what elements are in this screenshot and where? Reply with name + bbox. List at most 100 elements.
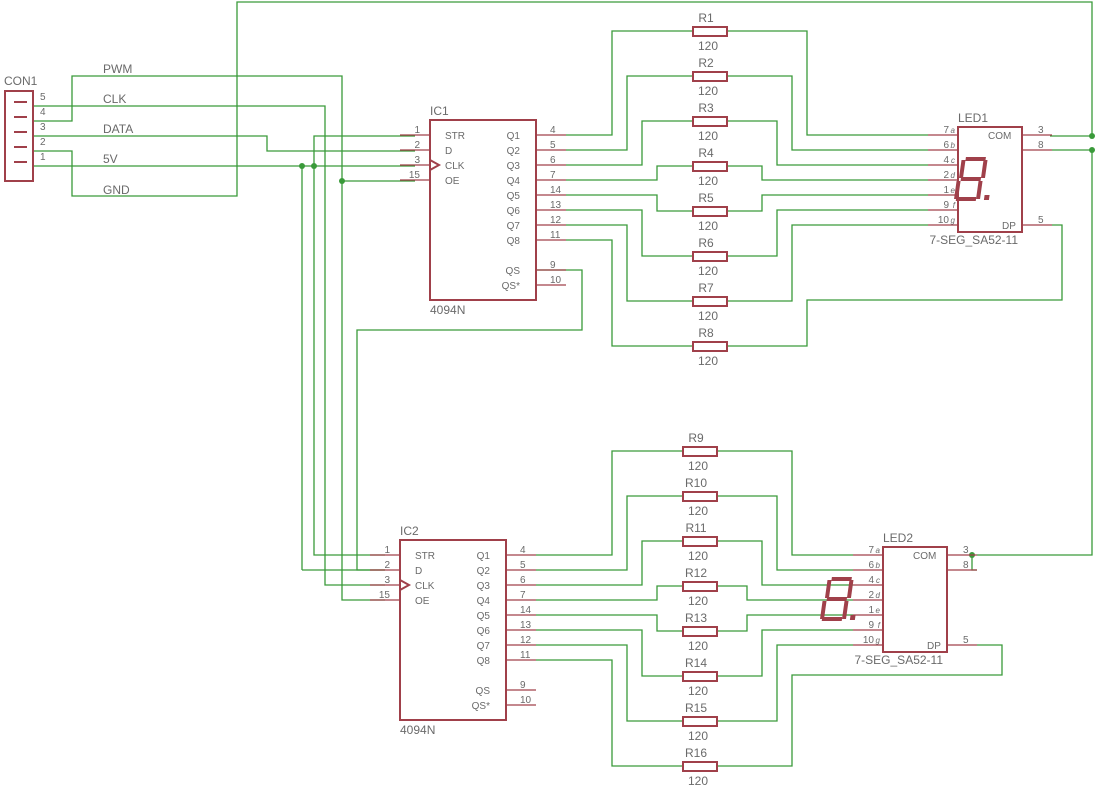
ic-pin-name: CLK (445, 161, 465, 172)
wire-ic1-res (566, 239, 693, 347)
junction-dot (1089, 133, 1095, 139)
ic-pin-name: STR (415, 551, 435, 562)
ic-pin-name: Q1 (507, 131, 521, 142)
ic-pin-name: D (415, 566, 422, 577)
resistor-name: R8 (698, 326, 714, 340)
ic-pin-name: Q7 (507, 221, 521, 232)
led-name: LED2 (883, 531, 913, 545)
wire-ic1-res (566, 120, 693, 166)
led-body (882, 546, 948, 653)
seven-segment-digit (954, 157, 990, 201)
ic-pin-number: 1 (384, 545, 390, 556)
ic-pin-name: Q5 (477, 611, 491, 622)
junction-dot (311, 163, 317, 169)
ic-part: 4094N (400, 723, 435, 737)
ic-pin-number: 12 (520, 635, 532, 646)
resistor-body (692, 296, 728, 307)
resistor-value: 120 (688, 684, 708, 698)
resistor-value: 120 (688, 549, 708, 563)
segment (955, 197, 977, 201)
wire-ic2-res (536, 585, 683, 601)
connector-pin-number: 2 (40, 137, 46, 148)
ic-pin-name: Q4 (507, 176, 521, 187)
resistor-value: 120 (688, 729, 708, 743)
wire-ic2-res (536, 659, 683, 767)
ic-pin-number: 6 (520, 575, 526, 586)
led-pin-number: 10 (938, 215, 950, 226)
ic-pin-number: 13 (520, 620, 532, 631)
ic-pin-name: D (445, 146, 452, 157)
wire-res-led2 (717, 585, 853, 601)
ic-pin-number: 4 (550, 125, 556, 136)
segment (846, 580, 854, 598)
ic-pin-name: Q5 (507, 191, 521, 202)
ic-pin-number: 1 (414, 125, 420, 136)
connector-label: CON1 (4, 74, 38, 88)
wire-ic2-res (536, 644, 683, 722)
resistor-name: R4 (698, 146, 714, 160)
ic-pin-number: 2 (384, 560, 390, 571)
resistor-body (682, 536, 718, 547)
ic-pin-name: OE (415, 596, 430, 607)
led-pin-number: 1 (943, 185, 949, 196)
wire-ic2-res (536, 614, 683, 632)
wire-ic1-res (566, 194, 693, 212)
connector-pin-number: 4 (40, 107, 46, 118)
led-pin-segment: g (876, 636, 881, 645)
resistor-body (682, 716, 718, 727)
ic-pin-name: Q3 (477, 581, 491, 592)
wire-com-led2 (977, 150, 1093, 556)
resistor-value: 120 (698, 219, 718, 233)
wire-str1 (313, 135, 415, 166)
led-pin-number: 8 (1038, 140, 1044, 151)
resistor-value: 120 (698, 84, 718, 98)
ic-pin-number: 5 (520, 560, 526, 571)
led-pin-number: 5 (963, 635, 969, 646)
segment (820, 601, 827, 619)
junction-dot (299, 163, 305, 169)
wire-ic2-res (536, 450, 683, 556)
connector-body (4, 90, 34, 182)
wire-ic1-res (566, 209, 693, 257)
ic-ic1: IC14094N1STR2D3CLK15OE4Q15Q26Q37Q414Q513… (400, 104, 566, 317)
led-pin-segment: e (951, 186, 956, 195)
resistor-body (692, 341, 728, 352)
resistor-body (682, 761, 718, 772)
ic-pin-number: 6 (550, 155, 556, 166)
led-pin-segment: c (951, 156, 955, 165)
resistor-name: R10 (685, 476, 707, 490)
wire-dp-led1 (727, 224, 1063, 347)
resistor-value: 120 (688, 774, 708, 788)
led-pin-segment: a (951, 126, 956, 135)
wire-res-led1 (727, 209, 928, 257)
led-pin-number: 7 (943, 125, 949, 136)
ic-pin-number: 5 (550, 140, 556, 151)
ic-pin-number: 14 (550, 185, 562, 196)
resistor-value: 120 (698, 309, 718, 323)
led-pin-segment: a (876, 546, 881, 555)
wire-ic1-res (566, 75, 693, 151)
led-pin-number: 3 (1038, 125, 1044, 136)
ic-pin-name: STR (445, 131, 465, 142)
resistor-name: R3 (698, 101, 714, 115)
wire-res-led1 (727, 120, 928, 166)
signal-label: GND (103, 183, 130, 197)
wire-ic2-res (536, 495, 683, 571)
ic-pin-name: Q4 (477, 596, 491, 607)
ic-pin-number: 7 (550, 170, 556, 181)
ic-pin-name: QS (506, 266, 521, 277)
wire-res-led2 (717, 644, 853, 722)
segment (980, 160, 988, 178)
wire-ic1-res (566, 224, 693, 302)
signal-label: CLK (103, 92, 126, 106)
wire-dp-led2 (717, 644, 1003, 767)
led-pin-number: 7 (868, 545, 874, 556)
